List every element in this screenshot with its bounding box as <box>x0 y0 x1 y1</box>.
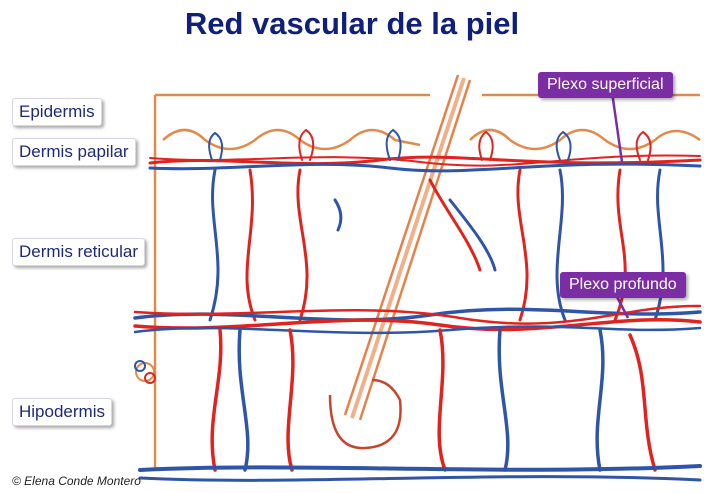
sweat-gland <box>135 361 155 383</box>
plexo-superficial-pointer <box>612 92 622 162</box>
dermis-papilar-label: Dermis papilar <box>12 138 136 166</box>
hipodermis-label: Hipodermis <box>12 398 112 426</box>
plexo-profundo-callout: Plexo profundo <box>560 272 686 298</box>
copyright-credit: © Elena Conde Montero <box>12 474 141 488</box>
hair-follicle <box>330 75 470 448</box>
dermis-reticular-label: Dermis reticular <box>12 238 145 266</box>
hypodermis-vessels <box>140 330 700 480</box>
epidermis-label: Epidermis <box>12 98 102 126</box>
plexo-superficial-callout: Plexo superficial <box>538 72 673 98</box>
